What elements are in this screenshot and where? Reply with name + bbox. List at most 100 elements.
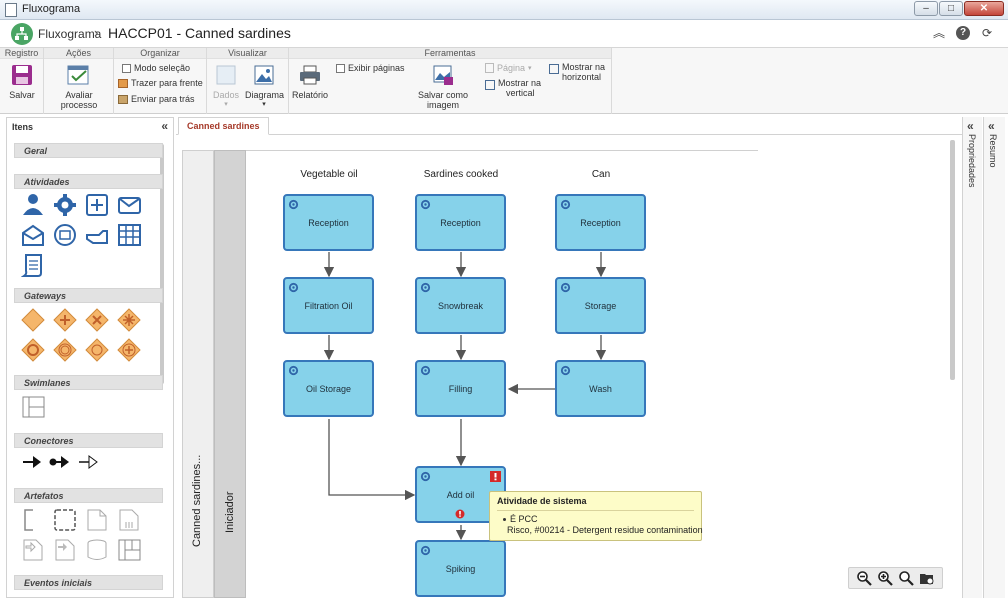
section-geral[interactable]: Geral [14,143,163,158]
checkbox-box [122,63,131,73]
gear-icon [288,199,299,210]
receive-mail-icon [22,224,44,246]
trazer-frente-button[interactable]: Trazer para frente [118,78,203,88]
salvar-button[interactable]: Salvar [6,64,38,100]
activities-palette[interactable] [21,193,149,277]
data-icon [216,65,236,85]
navigate-folder-icon[interactable] [919,570,935,586]
mostrar-horizontal-label-2: horizontal [562,72,602,82]
breadcrumb-module[interactable]: Fluxograma [38,27,102,41]
mostrar-vertical-label-1: Mostrar na [498,78,542,88]
artifacts-palette[interactable] [21,508,149,564]
collapse-left-icon[interactable]: « [161,119,168,133]
checkbox-box [336,63,345,73]
horizontal-layout-icon [549,64,559,74]
lane-header[interactable]: Iniciador [214,150,246,598]
ribbon-group-organizar: Organizar Modo seleção Trazer para frent… [114,48,207,114]
sequence-flow-icon [23,456,41,468]
refresh-icon[interactable]: ⟳ [981,26,993,40]
relatorio-button[interactable]: Relatório [291,64,329,100]
help-icon[interactable]: ? [956,26,970,40]
gear-icon [560,282,571,293]
breadcrumb-chevron-icon: › [94,25,99,40]
resumo-panel[interactable]: « Resumo [983,117,1005,598]
association-flow-icon [79,455,98,469]
tab-canned-sardines[interactable]: Canned sardines [178,117,269,135]
activity-tooltip: Atividade de sistema É PCC Risco, #00214… [489,491,703,541]
data-input-icon [23,539,43,561]
swimlane-pool-icon[interactable] [21,395,47,419]
collapse-up-icon[interactable]: ︽ [932,26,945,40]
group-title-ferramentas: Ferramentas [289,48,611,59]
resumo-label: Resumo [988,134,998,168]
send-back-icon [118,94,128,104]
task-wash[interactable]: Wash [555,360,646,417]
salvar-imagem-button[interactable]: Salvar como imagem [405,64,481,110]
task-reception-can[interactable]: Reception [555,194,646,251]
task-reception-sardines[interactable]: Reception [415,194,506,251]
zoom-fit-icon[interactable] [898,570,914,586]
group-title-organizar: Organizar [114,48,206,59]
task-reception-oil[interactable]: Reception [283,194,374,251]
ribbon-group-acoes: Ações Avaliar processo [44,48,114,114]
canvas-scrollbar[interactable] [950,140,955,380]
modo-selecao-label: Modo seleção [134,63,191,73]
section-conectores[interactable]: Conectores [14,433,163,448]
zoom-in-icon[interactable] [877,570,893,586]
task-filtration-oil[interactable]: Filtration Oil [283,277,374,334]
zoom-out-icon[interactable] [856,570,872,586]
pool-header[interactable]: Canned sardines... [182,150,214,598]
maximize-button[interactable]: □ [939,1,963,16]
column-label-sardines-cooked: Sardines cooked [423,169,499,180]
relatorio-label: Relatório [291,90,329,100]
group-icon [54,509,76,531]
section-eventos-iniciais[interactable]: Eventos iniciais [14,575,163,590]
task-filling[interactable]: Filling [415,360,506,417]
print-icon [300,65,320,85]
diagrama-button[interactable]: Diagrama▾ [245,64,284,108]
task-spiking[interactable]: Spiking [415,540,506,597]
connectors-palette[interactable] [21,454,131,470]
exibir-paginas-checkbox[interactable]: Exibir páginas [336,63,405,73]
expand-propriedades-icon[interactable]: « [967,119,974,133]
gear-icon [420,282,431,293]
group-title-acoes: Ações [44,48,113,59]
avaliar-processo-button[interactable]: Avaliar processo [46,64,112,110]
task-oil-storage[interactable]: Oil Storage [283,360,374,417]
enviar-tras-button[interactable]: Enviar para trás [118,94,195,104]
task-storage[interactable]: Storage [555,277,646,334]
minimize-button[interactable]: – [914,1,938,16]
ribbon-toolbar: Registro Salvar Ações Avaliar processo O… [0,48,1008,114]
items-panel-scrollbar[interactable] [160,144,164,384]
close-window-button[interactable]: ✕ [964,1,1004,16]
data-store-icon [87,539,107,560]
task-label: Filtration Oil [304,300,353,311]
lane-top-border [246,150,758,151]
propriedades-panel[interactable]: « Propriedades [962,117,982,598]
dados-button[interactable]: Dados▾ [211,64,241,108]
enviar-tras-label: Enviar para trás [131,94,195,104]
page-title: HACCP01 - Canned sardines [108,25,291,41]
expand-resumo-icon[interactable]: « [988,119,995,133]
section-artefatos[interactable]: Artefatos [14,488,163,503]
pagina-dropdown[interactable]: Página▾ [485,63,532,73]
task-snowbreak[interactable]: Snowbreak [415,277,506,334]
tooltip-item: É PCC [497,514,694,525]
pcc-alert-icon [490,471,501,482]
manual-task-hand-icon [86,230,108,244]
modo-selecao-checkbox[interactable]: Modo seleção [122,63,190,73]
section-gateways[interactable]: Gateways [14,288,163,303]
gateways-palette[interactable] [21,308,149,364]
section-atividades[interactable]: Atividades [14,174,163,189]
ribbon-group-ferramentas: Ferramentas Relatório Exibir páginas Sal… [289,48,612,114]
pagina-label: Página [497,63,526,73]
breadcrumb-header: Fluxograma › HACCP01 - Canned sardines ︽… [0,20,1008,48]
gateway-parallel-event-icon [117,338,141,362]
app-icon [5,3,17,17]
window-title: Fluxograma [22,3,81,15]
gear-icon [420,199,431,210]
mostrar-horizontal-label-1: Mostrar na [562,62,606,72]
section-swimlanes[interactable]: Swimlanes [14,375,163,390]
